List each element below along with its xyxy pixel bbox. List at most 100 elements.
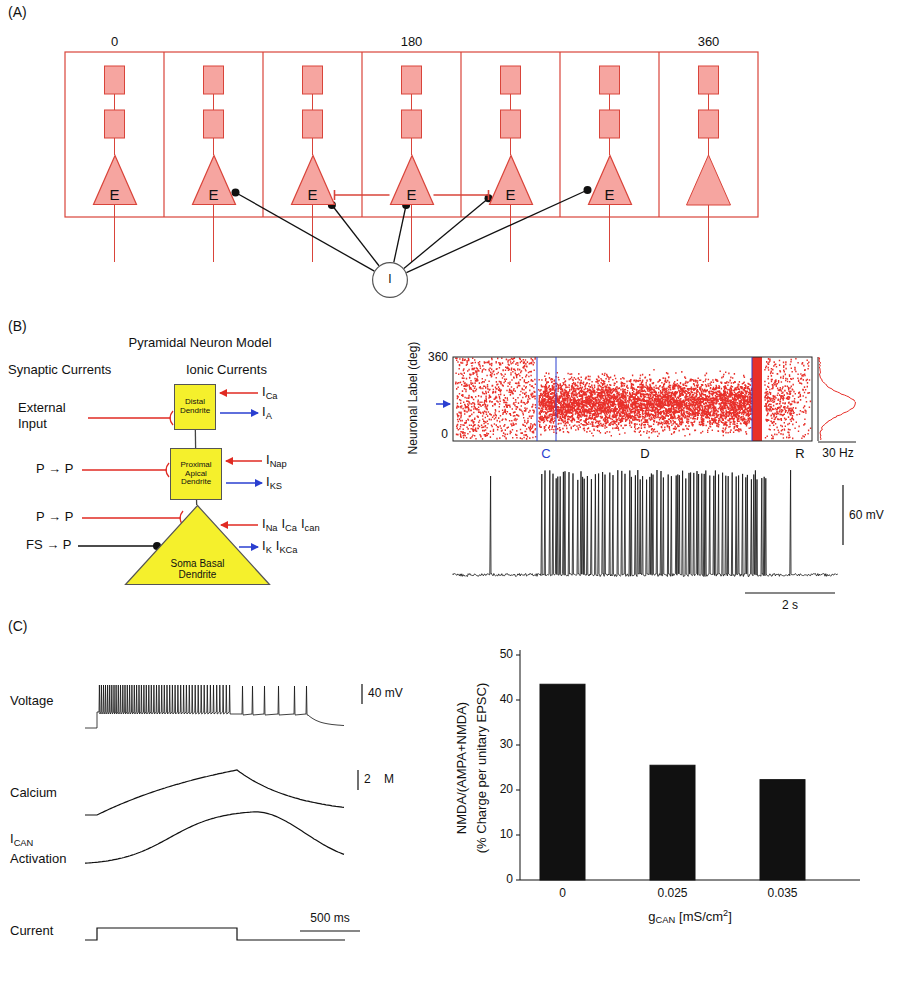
line-shape bbox=[745, 592, 835, 593]
label-box: 0 bbox=[111, 34, 118, 50]
rect-shape bbox=[171, 449, 222, 500]
synapse-dot bbox=[232, 188, 240, 196]
text-label: (B) bbox=[8, 318, 27, 334]
line-shape bbox=[818, 357, 819, 441]
label-box: IA bbox=[262, 404, 272, 422]
text-label: I bbox=[10, 831, 14, 846]
node-label: E bbox=[307, 187, 317, 204]
dendrite-line bbox=[510, 138, 511, 155]
text-label: CAN bbox=[655, 915, 675, 925]
label-box: gCAN[mS/cm2] bbox=[648, 908, 732, 927]
bar-chart bbox=[516, 650, 860, 880]
dendrite-line bbox=[708, 94, 709, 110]
text-label: (% Charge per unitary EPSC) bbox=[474, 683, 489, 854]
ionic-arrows bbox=[220, 393, 262, 547]
label-box: ICAN bbox=[10, 831, 33, 849]
text-label: 30 Hz bbox=[822, 446, 853, 460]
dendrite-box bbox=[501, 110, 521, 138]
line-shape bbox=[842, 485, 843, 545]
text-label: I bbox=[266, 474, 270, 489]
text-label: 10 bbox=[500, 827, 513, 841]
line-shape bbox=[82, 469, 167, 470]
label-box: R bbox=[795, 446, 804, 462]
label-box: P → P bbox=[36, 461, 73, 477]
dendrite-line bbox=[312, 94, 313, 110]
label-box: C bbox=[541, 446, 550, 462]
line-shape bbox=[300, 930, 360, 931]
label-box: Current bbox=[10, 923, 53, 939]
text-label: FS → P bbox=[26, 537, 72, 552]
node-label: Proximal Apical Dendrite bbox=[171, 461, 221, 487]
label-box: (C) bbox=[8, 618, 27, 635]
label-box: Ionic Currents bbox=[186, 362, 267, 378]
node-label: E bbox=[208, 187, 218, 204]
node-label: E bbox=[406, 187, 416, 204]
rect-shape bbox=[760, 780, 805, 880]
line-shape bbox=[78, 545, 155, 546]
line-shape bbox=[516, 700, 520, 701]
label-box: IKIKCa bbox=[262, 538, 298, 556]
triangle-shape bbox=[489, 156, 532, 205]
column-divider bbox=[163, 52, 164, 217]
axon-line bbox=[510, 205, 511, 262]
text-label: I bbox=[262, 384, 266, 399]
text-label: (C) bbox=[8, 618, 27, 634]
label-box: (A) bbox=[8, 4, 27, 21]
label-box: 30 bbox=[500, 737, 513, 751]
neuron-triangle bbox=[687, 155, 731, 205]
path-shape bbox=[453, 470, 838, 577]
dendrite-line bbox=[213, 138, 214, 155]
label-box: (B) bbox=[8, 318, 27, 335]
excitatory-neuron: E bbox=[390, 155, 434, 205]
text-label: I bbox=[262, 538, 266, 553]
line-shape bbox=[220, 412, 258, 414]
text-label: I bbox=[262, 404, 266, 419]
label-box: 40 mV bbox=[368, 686, 403, 700]
text-label: 180 bbox=[401, 34, 423, 49]
label-box: 360 bbox=[698, 34, 720, 50]
dendrite-box bbox=[204, 66, 224, 94]
dendrite-line bbox=[312, 138, 313, 155]
triangle-shape bbox=[291, 156, 334, 205]
text-label: 20 bbox=[500, 782, 513, 796]
text-label: 0 bbox=[441, 427, 448, 441]
dendrite-box bbox=[303, 66, 323, 94]
excitatory-neuron: E bbox=[588, 155, 632, 205]
path-shape bbox=[166, 463, 169, 477]
text-label: D bbox=[640, 446, 649, 461]
text-label: 0.025 bbox=[657, 886, 687, 900]
connector bbox=[335, 190, 390, 200]
dendrite-line bbox=[114, 138, 115, 155]
ring-network bbox=[65, 52, 758, 262]
dendrite-box bbox=[501, 66, 521, 94]
axon-line bbox=[411, 205, 412, 262]
text-label: KS bbox=[270, 481, 282, 491]
text-label: C bbox=[541, 446, 550, 461]
text-label: 0.035 bbox=[767, 886, 797, 900]
dendrite-line bbox=[708, 138, 709, 155]
label-box: 0.035 bbox=[767, 886, 797, 900]
line-shape bbox=[516, 745, 520, 746]
triangle-shape bbox=[126, 506, 270, 585]
rect-shape bbox=[540, 684, 585, 880]
column-divider bbox=[658, 52, 659, 217]
axon-line bbox=[708, 205, 709, 262]
label-box: M bbox=[384, 772, 394, 786]
text-label: Pyramidal Neuron Model bbox=[128, 335, 271, 350]
triangle-shape bbox=[192, 156, 235, 205]
node-label: E bbox=[604, 187, 614, 204]
label-box: 20 bbox=[500, 782, 513, 796]
text-label: P → P bbox=[36, 509, 73, 524]
text-label: I bbox=[301, 516, 305, 531]
dendrite-line bbox=[213, 94, 214, 110]
line-shape bbox=[82, 517, 181, 518]
label-box: INaICaIcan bbox=[262, 516, 320, 534]
text-label: A bbox=[266, 411, 272, 421]
text-label: 50 bbox=[500, 647, 513, 661]
column-divider bbox=[559, 52, 560, 217]
line-shape bbox=[221, 524, 258, 526]
dendrite-compartment: Distal Dendrite bbox=[174, 384, 216, 430]
axon-line bbox=[114, 205, 115, 262]
text-label: 60 mV bbox=[849, 508, 884, 522]
